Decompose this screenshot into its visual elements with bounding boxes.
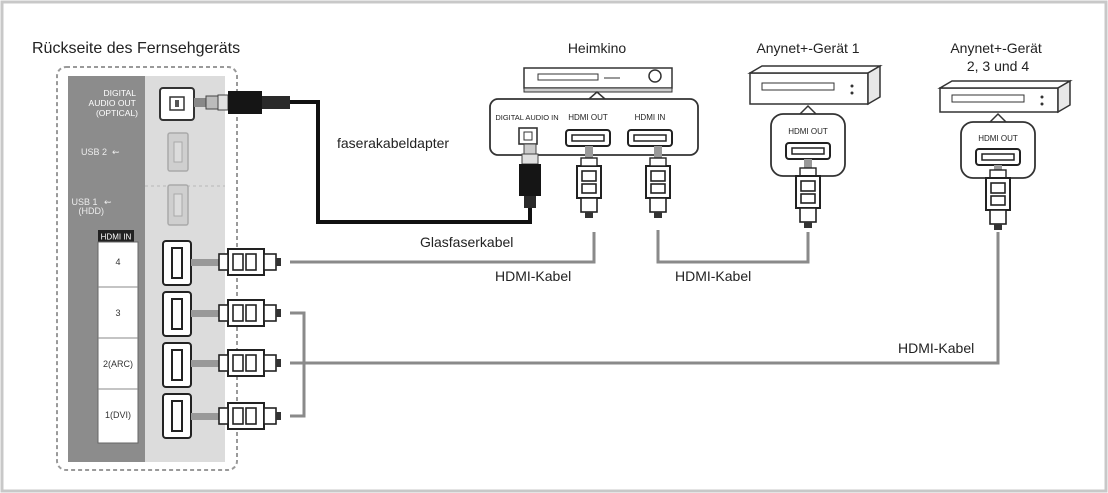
adapter-label: faserakabeldapter [337, 135, 449, 151]
hdmi-plug-ht-in [645, 146, 671, 219]
tv-title: Rückseite des Fernsehgeräts [32, 40, 240, 57]
optical-cable-label: Glasfaserkabel [420, 234, 513, 250]
tv-back-panel: Rückseite des Fernsehgeräts DIGITAL AUDI… [32, 40, 240, 471]
optical-plug-tv [194, 91, 290, 114]
home-theater: Heimkino DIGITAL AUDIO IN HDMI OUT HDMI … [489, 40, 699, 156]
hdmi-plug-ht-out [576, 146, 602, 219]
hdmi-port-3 [162, 291, 192, 337]
optical-plug-ht [519, 143, 541, 208]
ht-hdmi-in-port [627, 129, 673, 147]
hdmi-port-label-4: 4 [115, 257, 120, 267]
home-theater-title: Heimkino [568, 40, 627, 56]
home-theater-knob [648, 69, 662, 83]
anynet1-hdmi-out-label: HDMI OUT [788, 127, 828, 136]
ht-hdmi-in-label: HDMI IN [635, 113, 666, 122]
hdmi-port-labels-box [97, 241, 139, 444]
anynet-device-1: Anynet+-Gerät 1 HDMI OUT [747, 40, 883, 177]
optical-cable-line [290, 100, 532, 224]
hdmi-plug-tv-1 [191, 402, 282, 430]
hdmi-in-header: HDMI IN [101, 233, 132, 242]
hdmi-port-2 [162, 342, 192, 388]
usb2-label: USB 2 [81, 147, 107, 157]
hdmi-port-4 [162, 240, 192, 286]
anynet234-hdmi-out-label: HDMI OUT [978, 134, 1018, 143]
usb1-label: USB 1 (HDD) [71, 197, 104, 216]
ht-hdmi-out-label: HDMI OUT [568, 113, 608, 122]
hdmi-plug-tv-3 [191, 299, 282, 327]
hdmi-port-label-2: 2(ARC) [103, 359, 133, 369]
hdmi-plug-anynet234 [985, 165, 1011, 231]
anynet-device-234: Anynet+-Gerät 2, 3 und 4 HDMI OUT [937, 40, 1073, 179]
hdmi-plug-tv-4 [191, 248, 282, 276]
hdmi-cable-line-2 [656, 230, 810, 264]
hdmi-cable-line-1 [290, 232, 596, 264]
hdmi-port-label-1: 1(DVI) [105, 410, 131, 420]
hdmi-plug-tv-2 [191, 349, 282, 377]
hdmi-port-label-3: 3 [115, 308, 120, 318]
hdmi-cable-label-2: HDMI-Kabel [675, 268, 751, 284]
anynet234-title: Anynet+-Gerät 2, 3 und 4 [950, 40, 1045, 74]
hdmi-plug-anynet1 [795, 159, 821, 229]
hdmi-port-1 [162, 393, 192, 439]
ht-digital-audio-in-label: DIGITAL AUDIO IN [495, 113, 558, 122]
usb2-symbol: ⇜ [112, 147, 120, 157]
usb1-symbol: ⇜ [104, 197, 112, 207]
hdmi-cable-line-3 [290, 232, 1000, 365]
tv-panel-dashed-border [56, 66, 238, 471]
hdmi-in-header-bg [98, 230, 134, 242]
anynet1-title: Anynet+-Gerät 1 [756, 40, 859, 56]
digital-audio-out-label: DIGITAL AUDIO OUT (OPTICAL) [89, 88, 139, 118]
hdmi-cable-label-1: HDMI-Kabel [495, 268, 571, 284]
ht-optical-port [518, 127, 538, 145]
hdmi-cable-label-3: HDMI-Kabel [898, 340, 974, 356]
hdmi-loop-cable [290, 311, 306, 418]
cables [290, 100, 1000, 418]
